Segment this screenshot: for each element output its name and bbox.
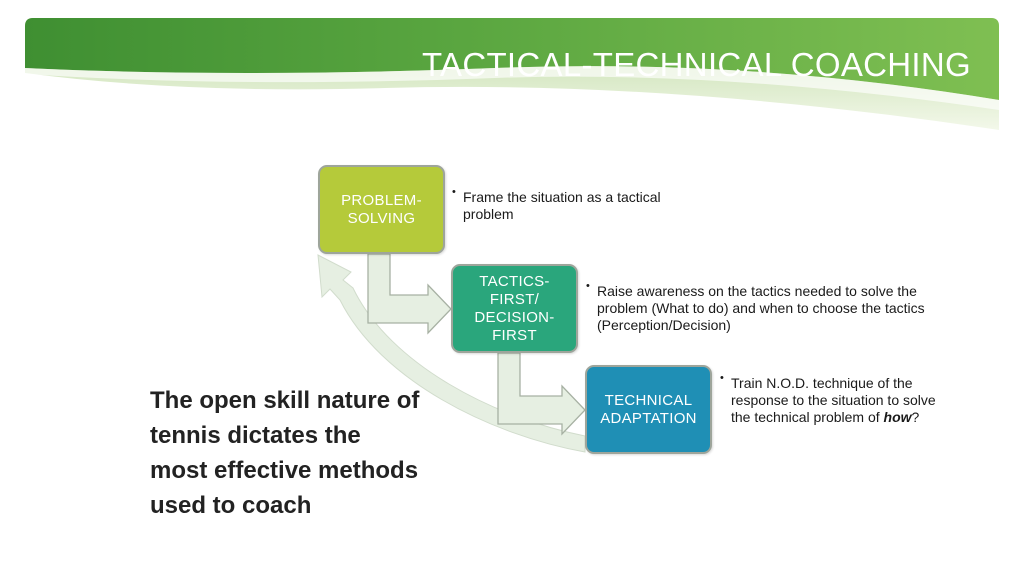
problem-solving-label: PROBLEM- SOLVING xyxy=(341,191,422,227)
technical-description-text: Train N.O.D. technique of the response t… xyxy=(731,375,936,425)
technical-adaptation-label: TECHNICAL ADAPTATION xyxy=(600,391,697,427)
slide-title: TACTICAL-TECHNICAL COACHING xyxy=(422,46,971,83)
elbow-arrow-tactics-to-technical xyxy=(497,352,586,436)
tactics-first-box: TACTICS- FIRST/ DECISION- FIRST xyxy=(451,264,578,353)
elbow-arrow-problem-to-tactics xyxy=(367,253,452,335)
tactics-first-label: TACTICS- FIRST/ DECISION- FIRST xyxy=(474,272,555,344)
header-wave-graphic xyxy=(25,18,999,130)
bullet-3: • xyxy=(720,372,724,384)
problem-solving-description: Frame the situation as a tactical proble… xyxy=(463,189,661,222)
technical-adaptation-box: TECHNICAL ADAPTATION xyxy=(585,365,712,454)
key-statement: The open skill nature of tennis dictates… xyxy=(150,387,420,519)
return-arrow xyxy=(317,254,586,453)
header-banner: TACTICAL-TECHNICAL COACHING xyxy=(25,18,999,138)
tactics-first-description: Raise awareness on the tactics needed to… xyxy=(597,283,925,333)
bullet-1: • xyxy=(452,186,456,198)
bullet-2: • xyxy=(586,280,590,292)
problem-solving-box: PROBLEM- SOLVING xyxy=(318,165,445,254)
technical-description-end: ? xyxy=(911,409,920,425)
technical-adaptation-description: Train N.O.D. technique of the response t… xyxy=(731,375,941,426)
technical-description-emphasis: how xyxy=(883,409,912,425)
